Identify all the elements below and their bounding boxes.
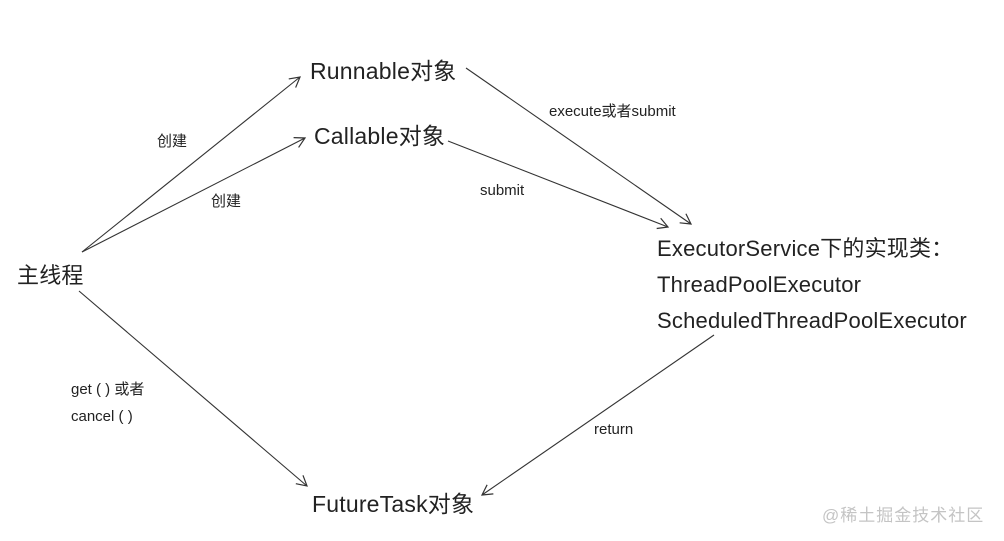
executor-service-title: ExecutorService下的实现类： [657,236,954,261]
node-futuretask-object: FutureTask对象 [312,491,475,517]
node-runnable-object: Runnable对象 [310,58,457,84]
edge-label-create-runnable: 创建 [157,133,188,150]
edge-label-execute-or-submit: execute或者submit [549,103,676,120]
arrow-submit [447,140,670,230]
executor-impl-scheduled: ScheduledThreadPoolExecutor [657,308,967,333]
arrow-get-cancel-futuretask [78,290,308,487]
node-callable-object: Callable对象 [314,123,446,149]
arrow-return [480,334,715,496]
arrow-create-callable [81,137,307,253]
node-main-thread: 主线程 [17,263,84,288]
juejin-watermark: @稀土掘金技术社区 [822,506,985,525]
edge-label-submit: submit [480,182,525,199]
node-executor-service: ExecutorService下的实现类： ThreadPoolExecutor… [657,231,967,339]
edge-label-get-or-cancel: get ( ) 或者 cancel ( ) [71,376,144,430]
arrow-create-runnable [81,76,301,253]
arrow-execute-submit [465,67,693,225]
edge-label-create-callable: 创建 [211,193,242,210]
executor-impl-threadpool: ThreadPoolExecutor [657,272,862,297]
edge-label-return: return [594,421,634,438]
edge-label-cancel-line: cancel ( ) [71,408,133,425]
edge-label-get-line: get ( ) 或者 [71,381,145,398]
